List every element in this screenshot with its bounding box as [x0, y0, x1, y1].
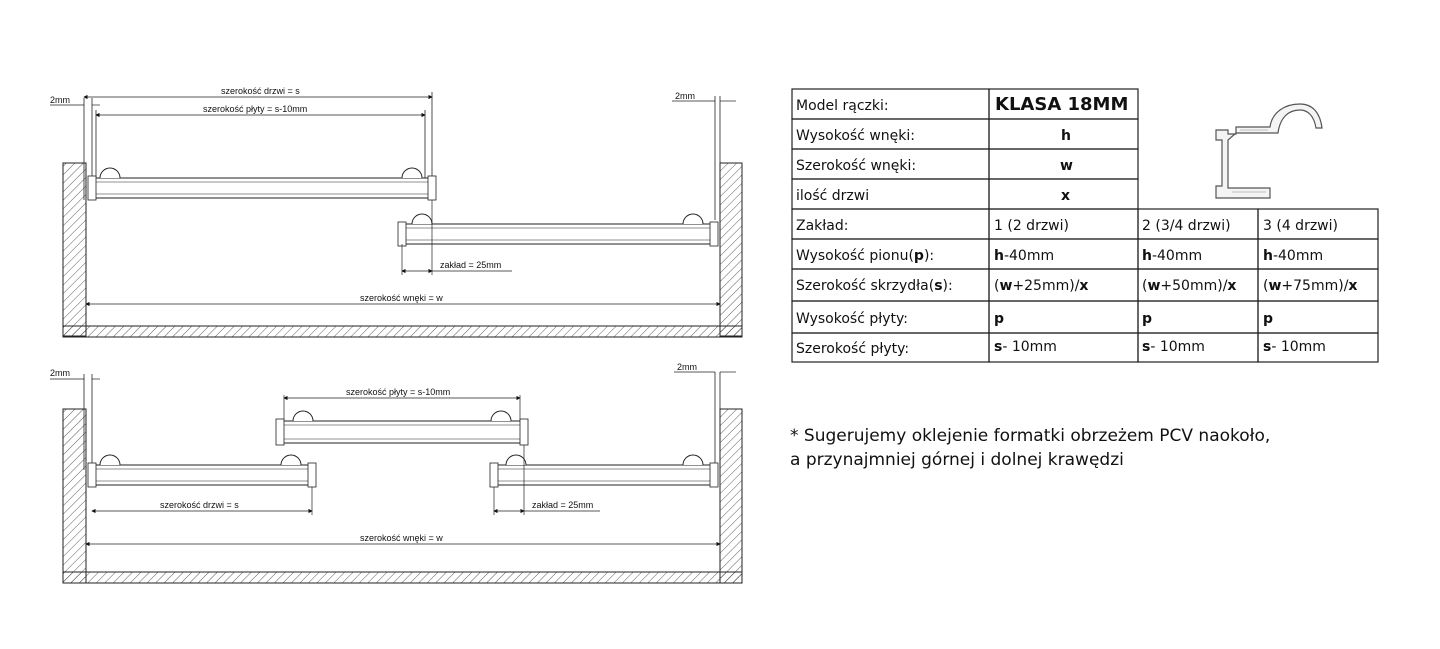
panel-height-cell-2: p [1142, 311, 1152, 327]
overlap-label: Zakład: [796, 218, 848, 234]
bottom-panel-width-label: szerokość płyty = s-10mm [346, 387, 450, 397]
top-niche-width-label: szerokość wnęki = w [360, 293, 443, 303]
bottom-right-wall [719, 408, 743, 584]
spec-table-text: Model rączki: KLASA 18MM Wysokość wnęki:… [796, 94, 1357, 357]
note-line-1: * Sugerujemy oklejenie formatki obrzeżem… [790, 426, 1271, 446]
model-value: KLASA 18MM [995, 94, 1128, 115]
bottom-door-panel-right [489, 454, 719, 488]
riser-height-cell-3: h-40mm [1263, 248, 1323, 264]
niche-width-value: w [1060, 158, 1073, 174]
top-niche-diagram: 2mm 2mm szerokość drzwi = s szerokość pł… [50, 86, 743, 338]
riser-height-label: Wysokość pionu(p): [796, 248, 934, 264]
top-door-panel-right [397, 213, 719, 247]
bottom-niche-diagram: 2mm 2mm szerokość płyty = s-10mm [50, 362, 743, 584]
top-gap-left-label: 2mm [50, 95, 70, 105]
top-door-panel-left [87, 167, 437, 201]
panel-width-cell-1: s- 10mm [994, 339, 1057, 355]
top-panel-width-label: szerokość płyty = s-10mm [203, 104, 307, 114]
riser-height-cell-2: h-40mm [1142, 248, 1202, 264]
panel-height-cell-3: p [1263, 311, 1273, 327]
model-label: Model rączki: [796, 98, 889, 114]
bottom-door-width-label: szerokość drzwi = s [160, 500, 239, 510]
bottom-overlap-label: zakład = 25mm [532, 500, 593, 510]
note-line-2: a przynajmniej górnej i dolnej krawędzi [790, 450, 1124, 470]
bottom-door-panel-left [87, 454, 317, 488]
top-bottom-wall [62, 325, 743, 338]
bottom-bottom-wall [62, 571, 743, 584]
top-door-width-label: szerokość drzwi = s [221, 86, 300, 96]
door-count-label: ilość drzwi [796, 188, 869, 204]
column-header-3: 3 (4 drzwi) [1263, 218, 1338, 234]
door-count-value: x [1061, 188, 1070, 204]
leaf-width-cell-2: (w+50mm)/x [1142, 278, 1236, 294]
panel-height-cell-1: p [994, 311, 1004, 327]
panel-width-cell-3: s- 10mm [1263, 339, 1326, 355]
spec-table [791, 88, 1379, 363]
column-header-1: 1 (2 drzwi) [994, 218, 1069, 234]
leaf-width-cell-1: (w+25mm)/x [994, 278, 1088, 294]
bottom-gap-left-label: 2mm [50, 368, 70, 378]
top-left-wall [62, 162, 87, 337]
top-overlap-label: zakład = 25mm [440, 260, 501, 270]
riser-height-cell-1: h-40mm [994, 248, 1054, 264]
panel-height-label: Wysokość płyty: [796, 311, 908, 327]
leaf-width-cell-3: (w+75mm)/x [1263, 278, 1357, 294]
panel-width-label: Szerokość płyty: [796, 341, 909, 357]
panel-width-cell-2: s- 10mm [1142, 339, 1205, 355]
column-header-2: 2 (3/4 drzwi) [1142, 218, 1231, 234]
bottom-left-wall [62, 408, 87, 584]
top-right-wall [719, 162, 743, 337]
handle-profile-icon [1215, 103, 1323, 199]
niche-height-value: h [1061, 128, 1071, 144]
pvc-edge-note: * Sugerujemy oklejenie formatki obrzeżem… [790, 424, 1270, 472]
leaf-width-label: Szerokość skrzydła(s): [796, 278, 953, 294]
bottom-gap-right-label: 2mm [677, 362, 697, 372]
niche-height-label: Wysokość wnęki: [796, 128, 915, 144]
bottom-door-panel-middle [275, 410, 529, 446]
niche-width-label: Szerokość wnęki: [796, 158, 916, 174]
bottom-niche-width-label: szerokość wnęki = w [360, 533, 443, 543]
top-gap-right-label: 2mm [675, 91, 695, 101]
